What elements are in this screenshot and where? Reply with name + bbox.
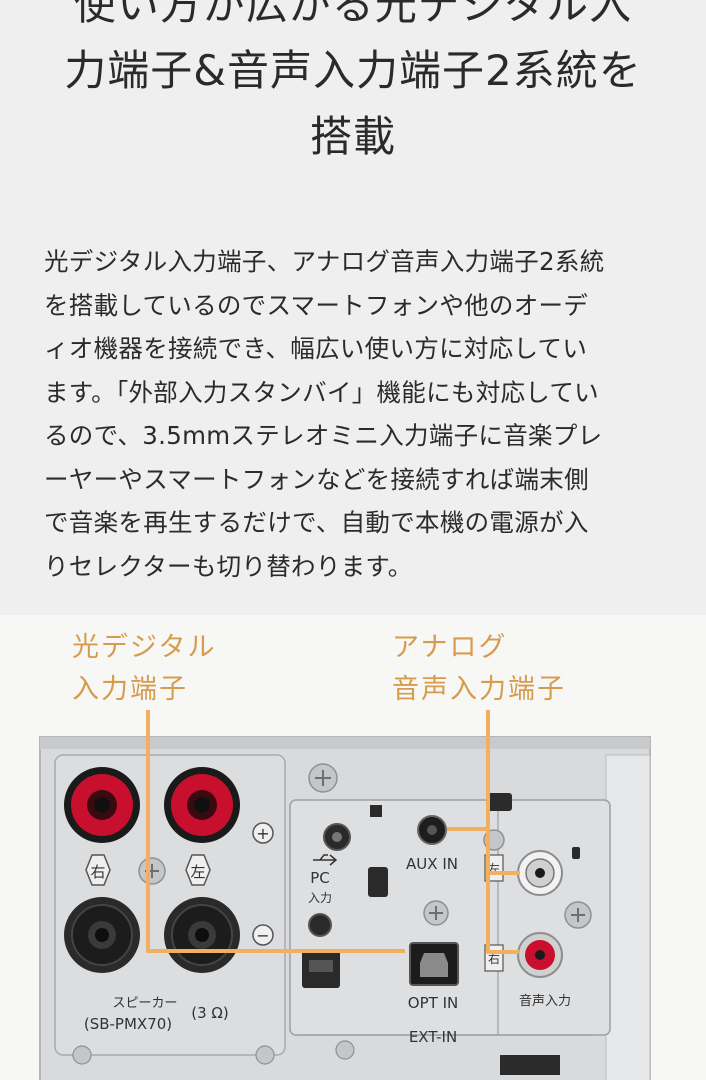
description-line: を搭載しているのでスマートフォンや他のオーデ <box>44 290 589 320</box>
callout-analog-line-2: 音声入力端子 <box>392 674 566 705</box>
indicator-hole <box>572 847 580 859</box>
pc-label: PC <box>310 869 330 887</box>
rca-right-jack <box>517 932 563 978</box>
left-hex-badge <box>185 854 211 886</box>
description-line: で音楽を再生するだけで、自動で本機の電源が入 <box>44 508 589 537</box>
plus-badge <box>252 822 274 844</box>
callout-optical-line-1: 光デジタル <box>72 632 217 663</box>
usb-symbol-icon <box>313 854 338 866</box>
minus-badge <box>252 924 274 946</box>
left-label: 左 <box>190 863 205 881</box>
heading-line-1: 使い方が広がる光デジタル入 <box>73 0 633 29</box>
switch-icon <box>368 867 388 897</box>
opt-in-shutter <box>420 953 448 977</box>
chassis-top-edge <box>40 737 650 749</box>
heading-line-2: 力端子&音声入力端子2系統を <box>64 46 642 95</box>
speaker-terminal-left-minus <box>164 897 240 973</box>
speaker-label: スピーカー <box>112 996 177 1011</box>
speaker-terminal-right-plus <box>64 767 140 843</box>
description-line: ーヤーやスマートフォンなどを接続すれば端末側 <box>44 464 589 494</box>
description-paragraph: 光デジタル入力端子、アナログ音声入力端子2系統 を搭載しているのでスマートフォン… <box>44 240 670 588</box>
rca-right-label: 右 <box>488 951 500 966</box>
rear-panel-illustration: 右 左 + − スピーカー (SB-PMX70) (3 Ω) PC 入力 <box>39 710 651 1080</box>
speaker-terminal-right-minus <box>64 897 140 973</box>
ext-in-label: EXT-IN <box>409 1028 457 1046</box>
callout-optical-input: 光デジタル 入力端子 <box>72 627 216 711</box>
callout-analog-input: アナログ 音声入力端子 <box>392 627 566 711</box>
model-label: (SB-PMX70) <box>84 1015 172 1033</box>
callout-analog-line-1: アナログ <box>392 632 508 663</box>
indicator-hole <box>370 805 382 817</box>
heading-line-3: 搭載 <box>309 112 396 161</box>
description-line: 光デジタル入力端子、アナログ音声入力端子2系統 <box>44 247 605 276</box>
bottom-port <box>500 1055 560 1075</box>
speaker-terminal-left-plus <box>164 767 240 843</box>
opt-in-label: OPT IN <box>408 994 458 1012</box>
right-label: 右 <box>90 863 105 881</box>
right-hex-badge <box>85 854 111 886</box>
chassis-side <box>605 754 651 1080</box>
page-heading: 使い方が広がる光デジタル入 力端子&音声入力端子2系統を 搭載 <box>0 0 706 170</box>
minus-label: − <box>256 926 269 945</box>
pc-input-label: 入力 <box>308 891 332 905</box>
analog-leader-line <box>486 710 520 954</box>
callout-optical-line-2: 入力端子 <box>72 674 188 705</box>
pc-port-icon <box>308 913 332 937</box>
description-line: ィオ機器を接続でき、幅広い使い方に対応してい <box>44 334 588 363</box>
rear-panel-figure: 光デジタル 入力端子 アナログ 音声入力端子 <box>0 615 706 1080</box>
audio-input-label: 音声入力 <box>519 993 571 1009</box>
rca-left-jack <box>517 850 563 896</box>
description-line: ます。「外部入力スタンバイ」機能にも対応してい <box>44 377 599 407</box>
description-line: るので、3.5mmステレオミニ入力端子に音楽プレ <box>44 421 603 450</box>
aux-in-label: AUX IN <box>406 855 458 873</box>
description-line: りセレクターも切り替わります。 <box>44 551 413 581</box>
ohm-label: (3 Ω) <box>191 1004 228 1022</box>
plus-label: + <box>256 824 269 843</box>
top-switch-icon <box>486 793 512 811</box>
optical-leader-line <box>146 710 405 953</box>
